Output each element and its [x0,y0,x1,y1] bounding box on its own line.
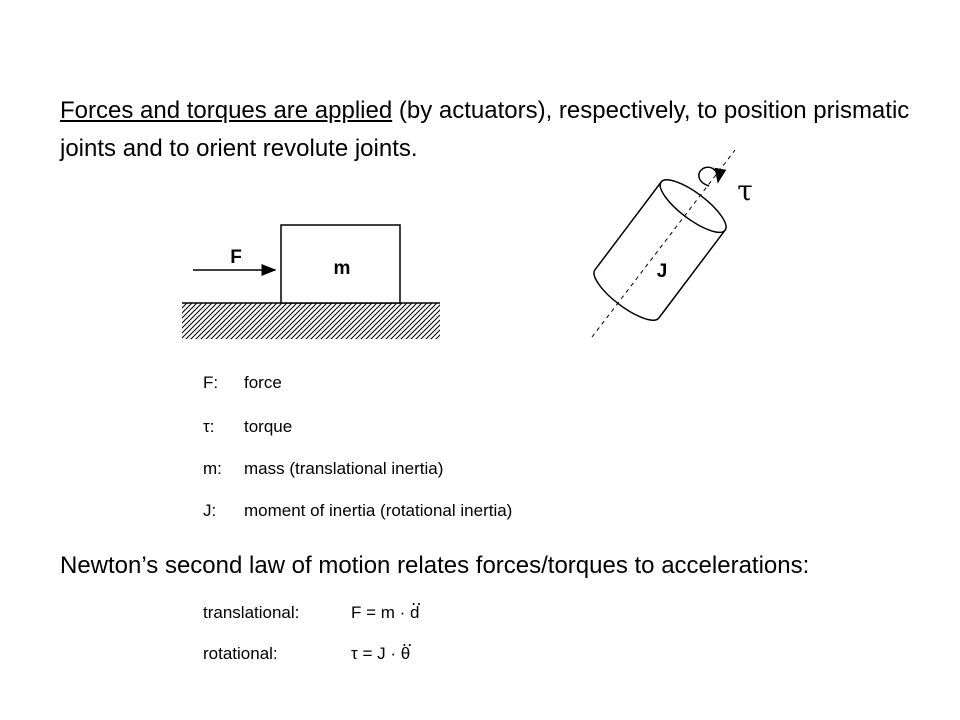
legend-symbol: m: [203,459,222,478]
cylinder [593,179,727,321]
equation-lhs: τ = J · [351,644,401,663]
translational-equation: translational: F = m · d [203,590,421,623]
acceleration-variable: d [410,590,421,623]
rotation-axis [591,149,736,338]
legend-row: τ: torque [203,416,292,438]
legend-row: J: moment of inertia (rotational inertia) [203,500,512,522]
legend-text: torque [244,417,293,436]
newton-statement: Newton’s second law of motion relates fo… [60,552,810,579]
legend-row: F: force [203,372,282,394]
mass-block [280,224,401,304]
equation-label: rotational: [203,644,278,663]
intro-underlined-text: Forces and torques are applied [60,97,393,124]
force-label: F [230,247,242,268]
torque-label: τ [737,174,753,207]
inertia-label: J [657,261,668,282]
legend-symbol: τ: [203,417,215,436]
legend-symbol: J: [203,501,217,520]
ground-hatch [182,303,440,339]
legend-symbol: F: [203,373,219,392]
legend-row: m: mass (translational inertia) [203,458,443,480]
intro-text: (by actuators), respectively, to positio… [60,97,910,162]
angular-acceleration-variable: θ [401,631,412,664]
legend-text: force [244,373,282,392]
legend-text: moment of inertia (rotational inertia) [244,501,513,520]
mass-label: m [334,258,351,279]
equation-label: translational: [203,603,300,622]
legend-text: mass (translational inertia) [244,459,444,478]
rotational-equation: rotational: τ = J · θ [203,631,412,664]
intro-paragraph: Forces and torques are applied (by actua… [60,92,920,168]
equation-lhs: F = m · [351,603,411,622]
torque-arrow [698,166,727,187]
